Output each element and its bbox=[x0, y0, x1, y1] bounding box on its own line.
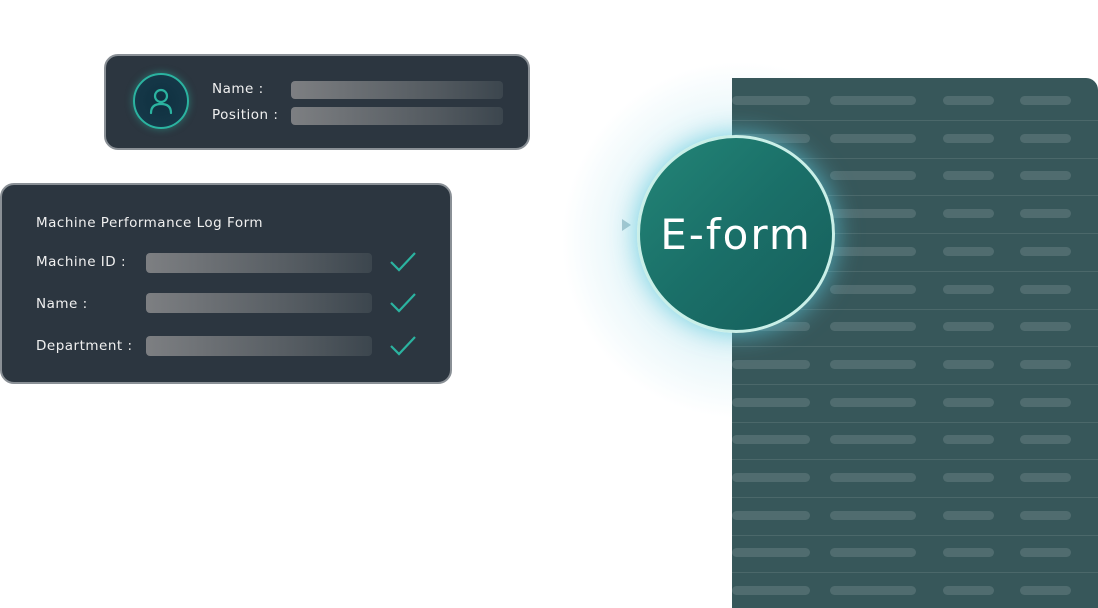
placeholder-cell bbox=[732, 473, 810, 482]
profile-card: Name : Position : bbox=[104, 54, 530, 150]
placeholder-cell bbox=[943, 133, 994, 143]
placeholder-cell bbox=[1020, 435, 1071, 445]
name-label: Name : bbox=[212, 81, 264, 97]
table-row bbox=[732, 308, 1098, 348]
e-form-label: E-form bbox=[660, 209, 812, 259]
placeholder-cell bbox=[732, 548, 810, 558]
check-icon bbox=[390, 252, 416, 272]
placeholder-cell bbox=[1020, 96, 1071, 105]
placeholder-cell bbox=[1020, 586, 1071, 596]
machine-id-field[interactable] bbox=[146, 253, 372, 273]
placeholder-cell bbox=[943, 96, 994, 105]
placeholder-cell bbox=[1020, 510, 1071, 520]
placeholder-cell bbox=[732, 510, 810, 520]
placeholder-cell bbox=[943, 284, 994, 294]
placeholder-cell bbox=[1020, 246, 1071, 256]
placeholder-cell bbox=[943, 322, 994, 332]
placeholder-cell bbox=[830, 473, 916, 482]
placeholder-cell bbox=[1020, 171, 1071, 181]
table-row bbox=[732, 421, 1098, 461]
placeholder-cell bbox=[1020, 359, 1071, 369]
user-avatar-icon bbox=[133, 73, 189, 129]
placeholder-cell bbox=[830, 209, 916, 219]
placeholder-cell bbox=[830, 284, 916, 294]
table-row bbox=[732, 82, 1098, 121]
placeholder-cell bbox=[830, 133, 916, 143]
placeholder-cell bbox=[1020, 397, 1071, 407]
form-title: Machine Performance Log Form bbox=[36, 215, 264, 231]
placeholder-cell bbox=[732, 586, 810, 596]
placeholder-cell bbox=[830, 96, 916, 105]
placeholder-cell bbox=[830, 359, 916, 369]
placeholder-cell bbox=[732, 435, 810, 445]
machine-log-form-card: Machine Performance Log Form Machine ID … bbox=[0, 183, 452, 384]
department-field[interactable] bbox=[146, 336, 372, 356]
name-field[interactable] bbox=[291, 81, 503, 99]
placeholder-cell bbox=[830, 510, 916, 520]
placeholder-cell bbox=[943, 246, 994, 256]
placeholder-cell bbox=[1020, 473, 1071, 482]
table-row bbox=[732, 120, 1098, 159]
placeholder-cell bbox=[732, 359, 810, 369]
table-row bbox=[732, 346, 1098, 385]
placeholder-cell bbox=[830, 548, 916, 558]
table-row bbox=[732, 459, 1098, 498]
placeholder-cell bbox=[1020, 209, 1071, 219]
table-row bbox=[732, 497, 1098, 536]
placeholder-cell bbox=[732, 397, 810, 407]
check-icon bbox=[390, 336, 416, 356]
placeholder-cell bbox=[830, 322, 916, 332]
table-row bbox=[732, 534, 1098, 574]
placeholder-cell bbox=[943, 435, 994, 445]
arrow-icon bbox=[622, 219, 631, 231]
placeholder-cell bbox=[830, 435, 916, 445]
placeholder-cell bbox=[830, 586, 916, 596]
placeholder-cell bbox=[943, 171, 994, 181]
table-row bbox=[732, 384, 1098, 423]
placeholder-cell bbox=[943, 359, 994, 369]
placeholder-cell bbox=[830, 397, 916, 407]
placeholder-cell bbox=[732, 96, 810, 105]
position-field[interactable] bbox=[291, 107, 503, 125]
placeholder-cell bbox=[732, 133, 810, 143]
department-label: Department : bbox=[36, 338, 133, 354]
placeholder-cell bbox=[1020, 284, 1071, 294]
placeholder-cell bbox=[1020, 548, 1071, 558]
check-icon bbox=[390, 293, 416, 313]
placeholder-cell bbox=[943, 397, 994, 407]
placeholder-cell bbox=[943, 209, 994, 219]
e-form-badge: E-form bbox=[637, 135, 835, 333]
placeholder-cell bbox=[943, 548, 994, 558]
placeholder-cell bbox=[943, 473, 994, 482]
placeholder-cell bbox=[943, 510, 994, 520]
name-field[interactable] bbox=[146, 293, 372, 313]
placeholder-cell bbox=[830, 246, 916, 256]
table-row bbox=[732, 572, 1098, 608]
placeholder-cell bbox=[1020, 133, 1071, 143]
placeholder-cell bbox=[830, 171, 916, 181]
name-label: Name : bbox=[36, 296, 88, 312]
placeholder-cell bbox=[732, 322, 810, 332]
placeholder-cell bbox=[1020, 322, 1071, 332]
position-label: Position : bbox=[212, 107, 279, 123]
machine-id-label: Machine ID : bbox=[36, 254, 127, 270]
placeholder-cell bbox=[943, 586, 994, 596]
